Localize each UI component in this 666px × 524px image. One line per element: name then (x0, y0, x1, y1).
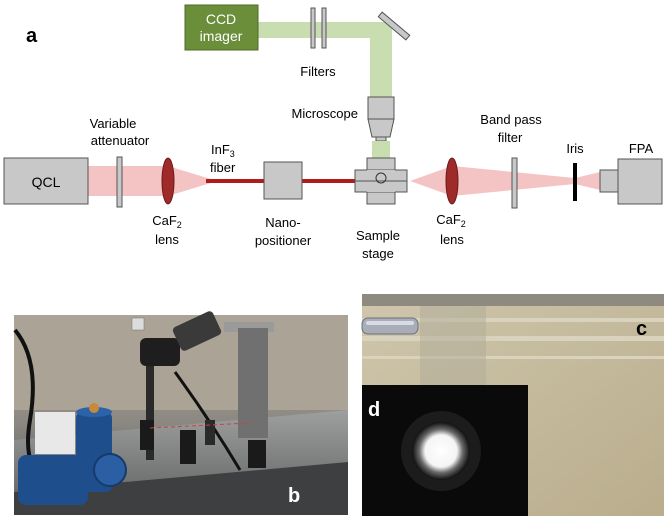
panel-label-d: d (368, 399, 380, 421)
filter-1 (310, 7, 316, 49)
pink-beam-iris-fpa (575, 172, 600, 190)
cylinder-knob (89, 403, 99, 413)
nano-positioner (263, 161, 303, 200)
optic-mount-1 (140, 420, 154, 450)
microscope-arm (224, 322, 274, 332)
stripe-1 (362, 318, 664, 322)
sample (375, 172, 387, 184)
band-pass-filter (511, 157, 518, 209)
variable-label-line1: Variable (90, 116, 137, 131)
equipment-tower (238, 328, 268, 438)
green-beam-vertical (370, 26, 392, 98)
panel-d-spot: d (362, 385, 528, 516)
blue-motor (18, 455, 88, 505)
white-box (35, 412, 75, 454)
microscope-objective (367, 118, 395, 138)
bandpass-label-line1: Band pass (480, 112, 542, 127)
microscope-post (146, 350, 154, 460)
panel-label-a: a (26, 25, 38, 47)
variable-label-line2: attenuator (91, 133, 150, 148)
filter-2 (321, 7, 327, 49)
optic-mount-3 (248, 440, 266, 468)
panel-label-b: b (288, 485, 300, 507)
nano-label-line1: Nano- (265, 215, 300, 230)
wall-outlet (131, 317, 145, 331)
filters-label: Filters (300, 64, 336, 79)
optic-mount-4 (205, 420, 215, 445)
stripe-2 (362, 336, 664, 341)
iris-label: Iris (566, 141, 584, 156)
microscope-label: Microscope (292, 106, 358, 121)
variable-attenuator (116, 156, 123, 208)
optic-mount-2 (180, 430, 196, 464)
sample-label-line1: Sample (356, 228, 400, 243)
panel-b-photo: b (13, 311, 348, 515)
pink-beam-sample-lens (410, 166, 452, 196)
sample-label-line2: stage (362, 246, 394, 261)
fpa-body (617, 158, 663, 205)
microscope-body (367, 96, 395, 120)
microscope-tip (375, 136, 387, 142)
green-beam-horizontal (246, 22, 392, 38)
microscope-head (140, 338, 180, 366)
metal-pin (361, 317, 419, 335)
microscope-eyepieces (172, 311, 222, 351)
caf2-right-label-line2: lens (440, 232, 464, 247)
inf3-label-line2: fiber (210, 160, 236, 175)
qcl-label: QCL (32, 174, 61, 190)
pink-beam-converge-left (168, 166, 214, 196)
iris (573, 163, 577, 201)
green-beam-to-sample (372, 141, 390, 159)
ccd-imager-box (184, 4, 259, 51)
panel-a-schematic: a CCD imager Filters Microscope (3, 4, 663, 261)
bandpass-label-line2: filter (498, 130, 523, 145)
spot (412, 422, 470, 480)
fpa-front (599, 169, 619, 193)
caf2-left-label-line1: CaF2 (152, 213, 182, 230)
metal-pin-shine (366, 321, 414, 325)
fpa-label: FPA (629, 141, 654, 156)
stripe-3 (362, 356, 664, 359)
panel-c-top-strip (362, 294, 664, 306)
caf2-left-label-line2: lens (155, 232, 179, 247)
caf2-lens-left (161, 157, 175, 205)
caf2-lens-right (445, 157, 459, 205)
motor-wheel (93, 453, 127, 487)
qcl-box (3, 157, 89, 205)
inf3-label-line1: InF3 (211, 142, 235, 159)
optical-table-edge (14, 462, 348, 515)
ccd-label-line1: CCD (206, 11, 236, 27)
nano-label-line2: positioner (255, 233, 312, 248)
laser-path (149, 422, 251, 429)
ccd-label-line2: imager (200, 28, 243, 44)
pink-beam-qcl-lens (88, 166, 168, 196)
panel-label-c: c (636, 318, 647, 340)
caf2-right-label-line1: CaF2 (436, 212, 466, 229)
mirror (377, 11, 411, 41)
